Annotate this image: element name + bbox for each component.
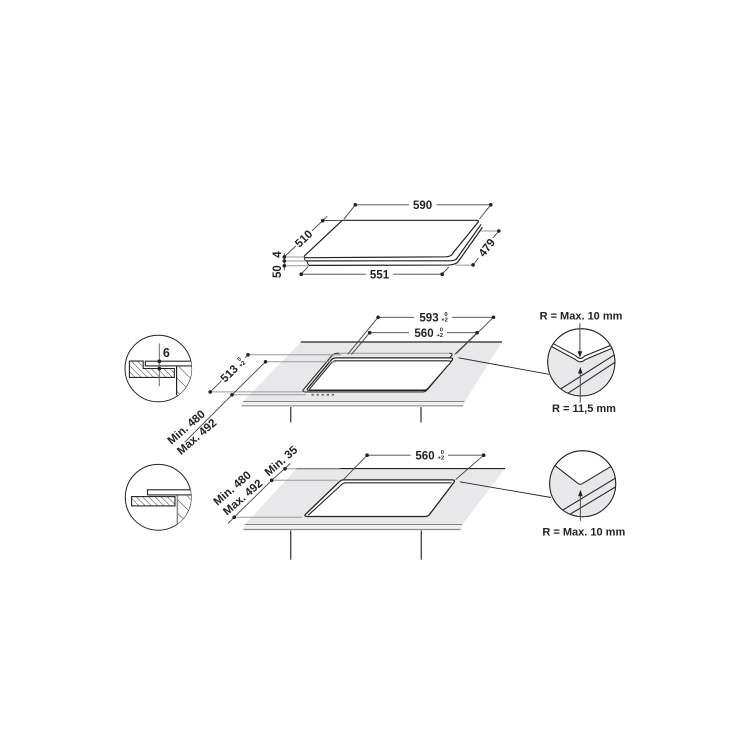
svg-text:+2: +2: [438, 456, 445, 462]
svg-text:560: 560: [414, 328, 433, 340]
svg-text:4: 4: [272, 251, 284, 258]
svg-text:50: 50: [272, 265, 284, 278]
svg-text:R = 11,5 mm: R = 11,5 mm: [552, 403, 616, 415]
svg-text:R = Max. 10 mm: R = Max. 10 mm: [542, 526, 625, 538]
svg-text:+2: +2: [437, 333, 444, 339]
svg-text:0: 0: [441, 450, 444, 456]
svg-text:R = Max. 10 mm: R = Max. 10 mm: [540, 310, 623, 322]
svg-text:590: 590: [413, 200, 432, 212]
svg-text:593: 593: [419, 312, 438, 324]
svg-text:0: 0: [237, 356, 244, 363]
svg-text:560: 560: [415, 450, 434, 462]
svg-text:+2: +2: [238, 360, 247, 369]
svg-text:0: 0: [444, 312, 447, 318]
svg-text:+2: +2: [441, 318, 448, 324]
svg-text:0: 0: [440, 328, 443, 334]
svg-text:6: 6: [163, 346, 170, 360]
svg-text:551: 551: [370, 269, 390, 281]
